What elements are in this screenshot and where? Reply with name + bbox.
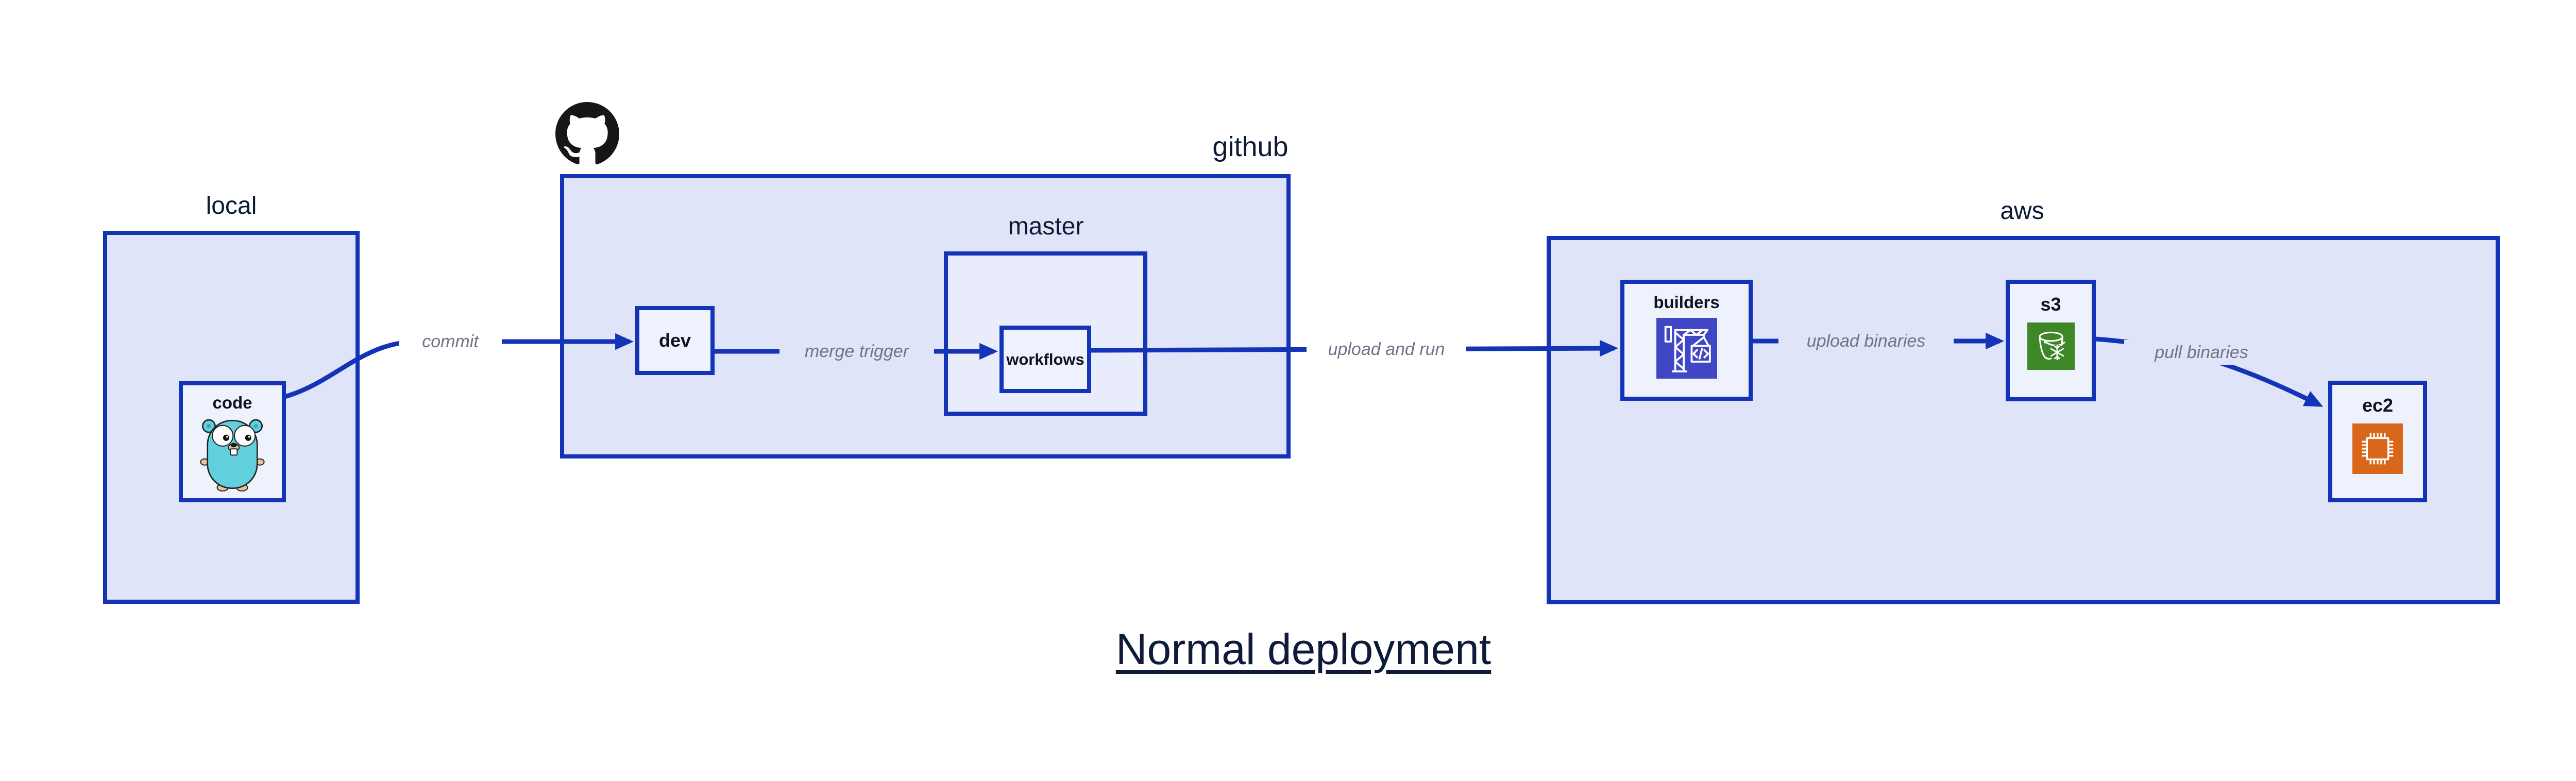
node-label-ec2: ec2 (2362, 395, 2394, 416)
node-label-s3: s3 (2040, 294, 2061, 315)
s3-glacier-bucket-icon (2027, 322, 2075, 370)
container-label-github: github (1212, 131, 1289, 162)
node-s3: s3 (2006, 280, 2096, 401)
container-label-aws: aws (2000, 197, 2044, 225)
node-label-builders: builders (1653, 293, 1720, 312)
edge-label-commit: commit (399, 329, 502, 354)
node-label-code: code (212, 393, 252, 412)
node-dev: dev (635, 306, 715, 375)
container-label-local: local (206, 192, 257, 219)
edge-label-upload-binaries: upload binaries (1778, 329, 1954, 353)
node-code: code (179, 381, 286, 502)
node-builders: builders (1620, 280, 1753, 401)
edge-label-upload-and-run: upload and run (1307, 337, 1466, 362)
node-label-workflows: workflows (1006, 350, 1084, 368)
edge-label-merge-trigger: merge trigger (779, 339, 934, 364)
edge-label-pull-binaries: pull binaries (2124, 340, 2279, 365)
ec2-chip-icon (2352, 423, 2403, 474)
codebuild-crane-icon (1656, 317, 1717, 379)
diagram-title-text: Normal deployment (1115, 625, 1492, 673)
diagram-title: Normal deployment (1097, 624, 1510, 674)
container-label-master: master (1008, 213, 1084, 240)
node-workflows: workflows (999, 326, 1091, 393)
node-ec2: ec2 (2328, 381, 2427, 502)
node-label-dev: dev (658, 330, 691, 351)
go-gopher-icon (200, 419, 265, 491)
github-octocat-icon (555, 102, 619, 164)
